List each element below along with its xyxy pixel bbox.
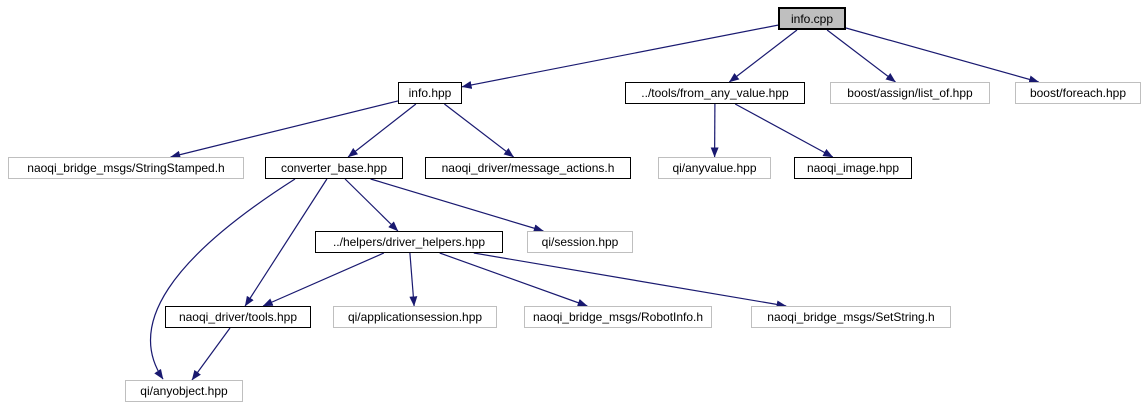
node-info-hpp[interactable]: info.hpp <box>398 82 462 104</box>
edge-info_hpp-to-string_stamped <box>170 100 399 159</box>
edge-info_cpp-to-info_hpp <box>461 24 779 89</box>
node-naoqi-bridge-msgs-robotinfo-h: naoqi_bridge_msgs/RobotInfo.h <box>524 306 712 328</box>
edge-converter_base-to-tools <box>244 178 328 307</box>
node-qi-anyobject-hpp: qi/anyobject.hpp <box>125 380 243 402</box>
edge-converter_base-to-anyobject <box>149 178 296 380</box>
edge-converter_base-to-session <box>370 178 544 233</box>
edge-info_cpp-to-foreach <box>845 27 1040 84</box>
edge-from_any_value-to-naoqi_image <box>734 103 834 158</box>
node-boost-foreach-hpp: boost/foreach.hpp <box>1015 82 1141 104</box>
node-helpers-driver-helpers-hpp[interactable]: ../helpers/driver_helpers.hpp <box>315 231 503 253</box>
node-qi-anyvalue-hpp: qi/anyvalue.hpp <box>658 157 771 179</box>
node-naoqi-bridge-msgs-setstring-h: naoqi_bridge_msgs/SetString.h <box>751 306 951 328</box>
node-naoqi-driver-tools-hpp[interactable]: naoqi_driver/tools.hpp <box>165 306 311 328</box>
edge-tools-to-anyobject <box>191 327 231 381</box>
edge-info_cpp-to-from_any_value <box>728 29 798 83</box>
edge-info_hpp-to-converter_base <box>347 103 417 158</box>
node-boost-assign-list-of-hpp: boost/assign/list_of.hpp <box>830 82 990 104</box>
edge-driver_helpers-to-set_string <box>473 252 787 309</box>
edge-info_cpp-to-list_of <box>826 29 896 83</box>
node-qi-session-hpp: qi/session.hpp <box>527 231 633 253</box>
edge-driver_helpers-to-tools <box>262 252 385 307</box>
edge-driver_helpers-to-robot_info <box>439 252 588 307</box>
node-naoqi-bridge-msgs-stringstamped: naoqi_bridge_msgs/StringStamped.h <box>8 157 244 179</box>
node-info-cpp: info.cpp <box>778 7 846 30</box>
node-converter-base-hpp[interactable]: converter_base.hpp <box>265 157 403 179</box>
edge-converter_base-to-driver_helpers <box>344 178 399 232</box>
node-naoqi-driver-message-actions-h[interactable]: naoqi_driver/message_actions.h <box>425 157 631 179</box>
node-qi-applicationsession-hpp: qi/applicationsession.hpp <box>333 306 497 328</box>
node-tools-from-any-value-hpp[interactable]: ../tools/from_any_value.hpp <box>625 82 805 104</box>
edge-info_hpp-to-message_actions <box>444 103 514 158</box>
edge-driver_helpers-to-applicationsession <box>409 252 418 307</box>
node-naoqi-image-hpp[interactable]: naoqi_image.hpp <box>794 157 912 179</box>
